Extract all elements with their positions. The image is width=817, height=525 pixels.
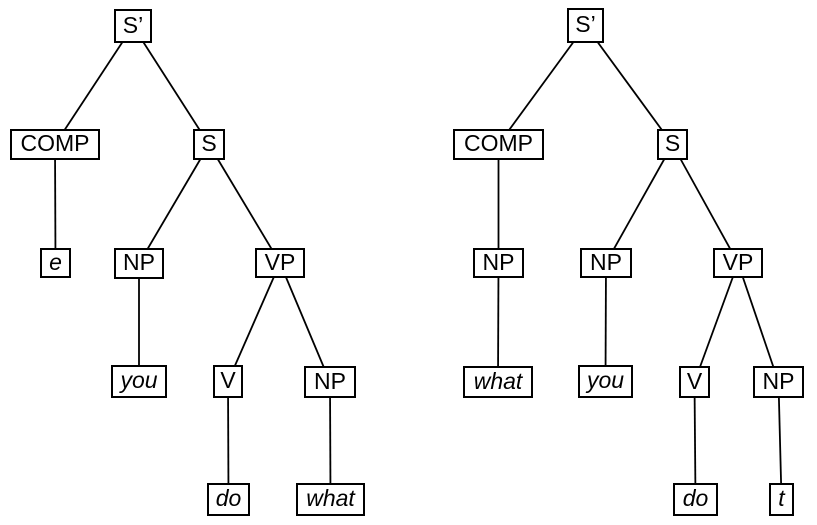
node-what: what: [463, 366, 533, 398]
node-label: what: [306, 485, 355, 511]
node-label: COMP: [20, 130, 90, 156]
node-label: you: [586, 367, 625, 393]
node-label: NP: [314, 367, 346, 394]
node-s: S: [193, 129, 225, 160]
node-s-bar: S’: [567, 8, 604, 43]
node-label: S: [201, 130, 217, 156]
node-s: S: [657, 129, 688, 160]
node-label: VP: [722, 248, 754, 275]
node-vp: VP: [713, 248, 763, 278]
node-np-subject: NP: [580, 248, 632, 278]
node-label: e: [49, 248, 62, 275]
node-label: COMP: [464, 130, 533, 156]
node-comp: COMP: [453, 129, 544, 160]
node-do: do: [207, 483, 250, 516]
node-label: NP: [123, 249, 155, 275]
node-label: do: [215, 485, 242, 511]
node-label: S: [664, 130, 681, 156]
node-label: NP: [482, 248, 515, 275]
node-vp: VP: [255, 248, 305, 278]
node-v: V: [679, 366, 710, 398]
node-np-subject: NP: [114, 248, 164, 279]
node-label: V: [686, 367, 703, 394]
node-you: you: [578, 365, 633, 398]
node-t: t: [769, 483, 794, 516]
node-s-bar: S’: [114, 9, 152, 43]
node-e: e: [40, 248, 71, 278]
node-what: what: [296, 483, 365, 516]
node-v: V: [213, 365, 243, 398]
node-label: V: [220, 367, 236, 393]
node-label: VP: [264, 248, 296, 275]
node-do: do: [673, 483, 718, 516]
node-label: you: [120, 367, 158, 393]
node-comp: COMP: [10, 129, 100, 160]
node-np-object: NP: [304, 366, 356, 398]
node-label: S’: [122, 11, 144, 38]
node-label: S’: [575, 11, 596, 37]
node-label: NP: [590, 248, 622, 275]
node-label: NP: [762, 367, 795, 394]
node-np-object: NP: [753, 366, 804, 398]
node-label: what: [473, 367, 523, 394]
node-np-comp: NP: [473, 248, 524, 278]
node-label: t: [778, 485, 785, 511]
node-you: you: [111, 365, 167, 398]
node-label: do: [682, 485, 709, 511]
